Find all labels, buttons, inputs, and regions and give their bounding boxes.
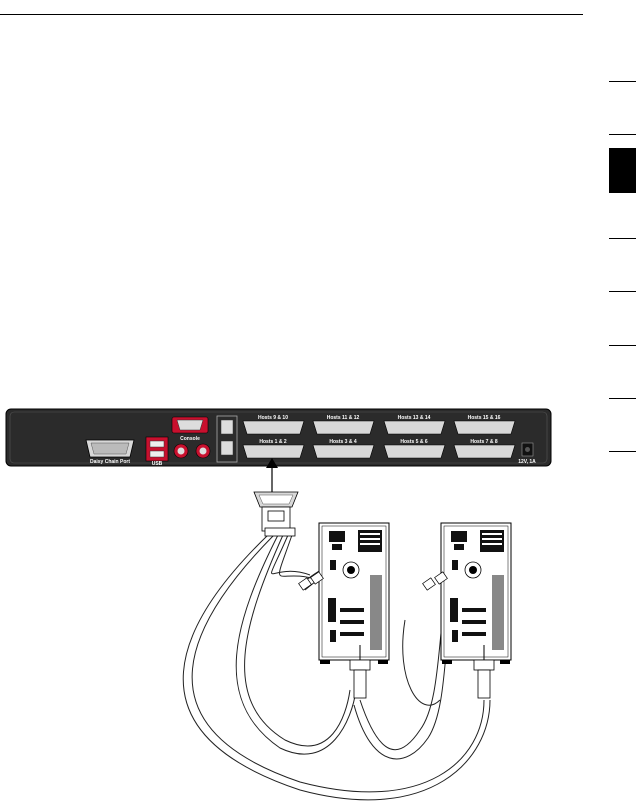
host-computer-right (441, 523, 511, 664)
port-label-hosts-5-6: Hosts 5 & 6 (400, 439, 427, 445)
port-label-hosts-15-16: Hosts 15 & 16 (468, 415, 501, 421)
port-label-hosts-13-14: Hosts 13 & 14 (398, 415, 431, 421)
power-label: 12V, 1A (518, 459, 536, 465)
port-label-hosts-11-12: Hosts 11 & 12 (327, 415, 360, 421)
port-label-hosts-7-8: Hosts 7 & 8 (470, 439, 497, 445)
usb-label: USB (152, 461, 163, 467)
kvm-rear-panel: Daisy Chain Port USB Console (6, 409, 551, 467)
host-computer-left (319, 523, 389, 664)
port-label-hosts-9-10: Hosts 9 & 10 (258, 415, 288, 421)
daisy-chain-label: Daisy Chain Port (90, 459, 130, 465)
console-label: Console (180, 436, 200, 442)
daisy-chain-port: Daisy Chain Port (86, 440, 134, 465)
port-label-hosts-3-4: Hosts 3 & 4 (329, 439, 356, 445)
port-label-hosts-1-2: Hosts 1 & 2 (259, 439, 286, 445)
cable-plug (254, 492, 298, 536)
